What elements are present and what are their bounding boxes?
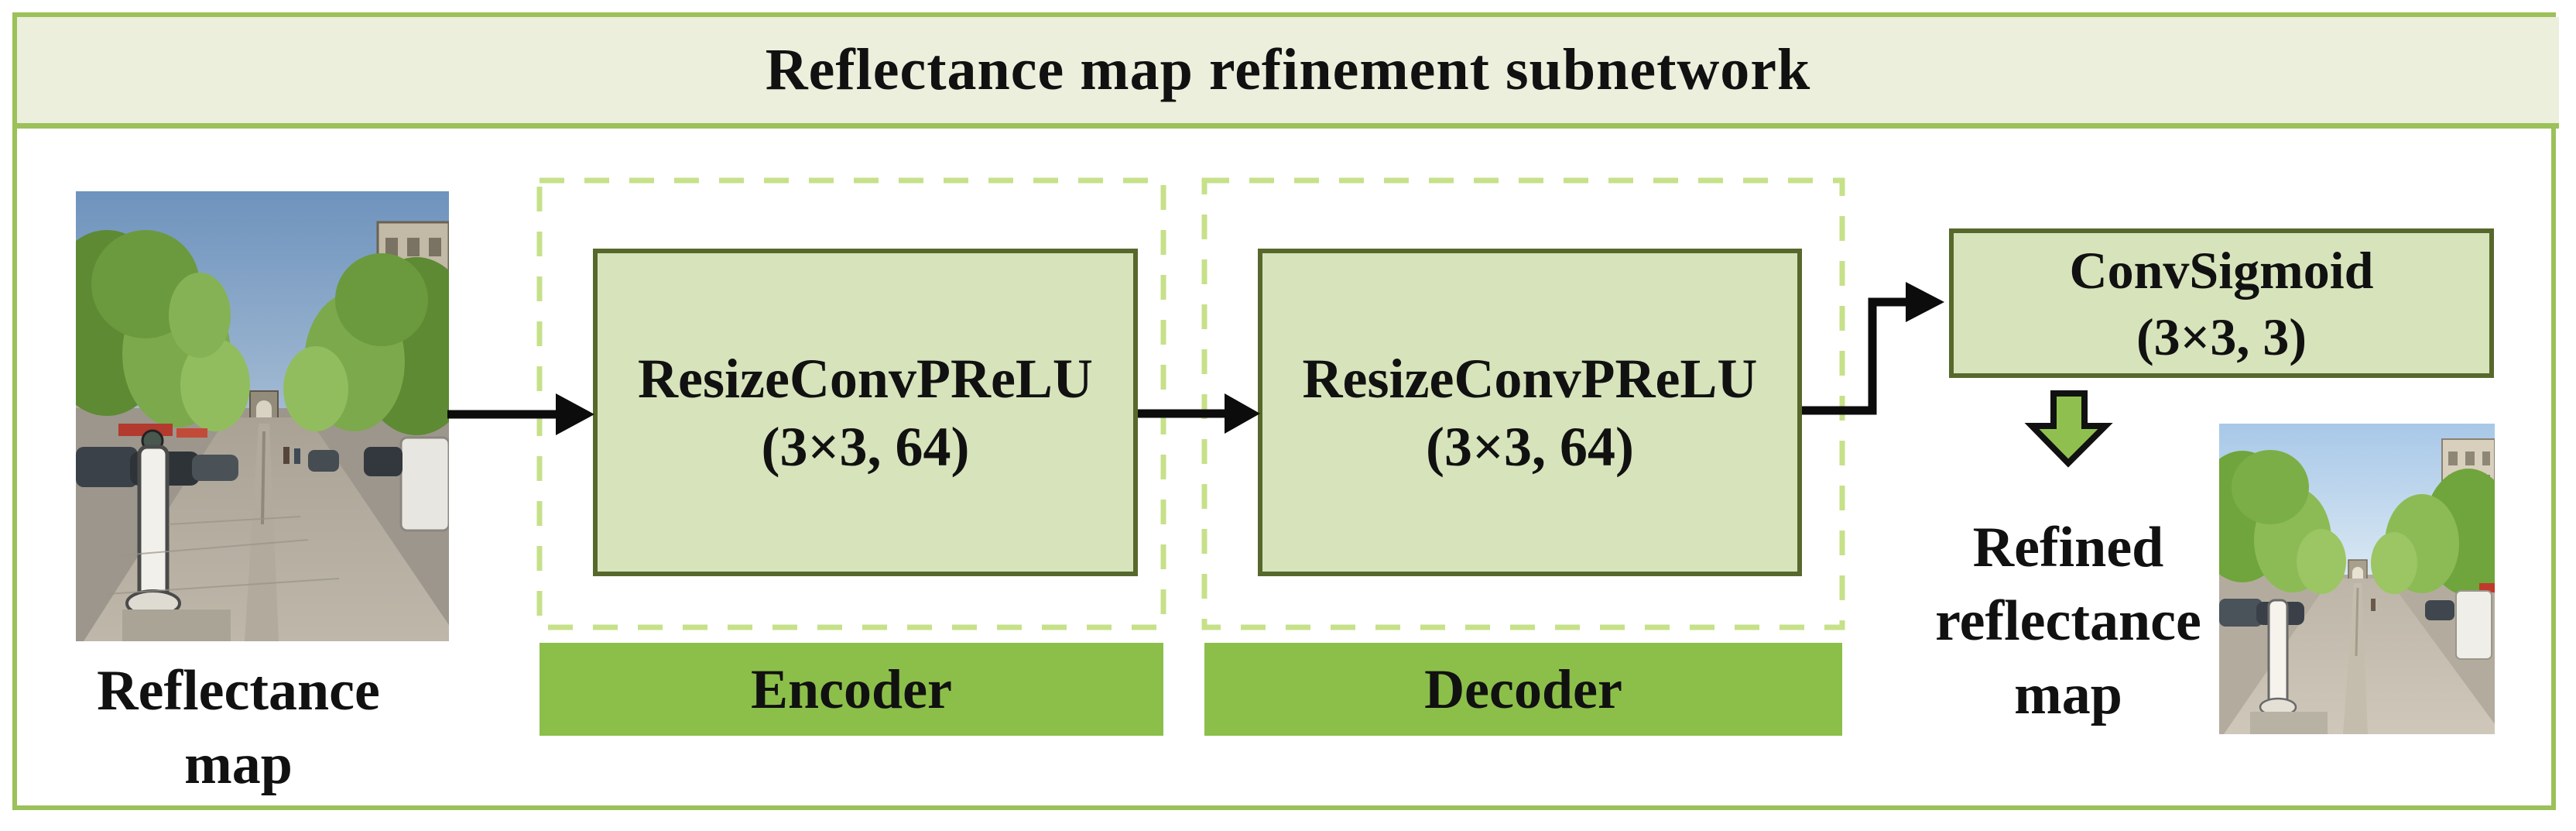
decoder-block-line2: (3×3, 64) xyxy=(1426,415,1634,478)
output-label-line2: reflectance xyxy=(1935,589,2201,653)
output-label-line1: Refined xyxy=(1972,516,2164,579)
input-label: Reflectance map xyxy=(45,654,432,802)
decoder-block-line1: ResizeConvPReLU xyxy=(1302,347,1758,410)
street-scene-refined xyxy=(2219,424,2495,734)
convsigmoid-line1: ConvSigmoid xyxy=(2069,240,2374,300)
decoder-resizeconvprelu-block: ResizeConvPReLU (3×3, 64) xyxy=(1258,249,1802,576)
output-refined-reflectance-map-image xyxy=(2219,424,2495,734)
output-label-line3: map xyxy=(2014,663,2122,726)
decoder-group-bar: Decoder xyxy=(1204,643,1842,736)
diagram-title: Reflectance map refinement subnetwork xyxy=(765,37,1811,102)
encoder-block-line2: (3×3, 64) xyxy=(761,415,970,478)
street-scene-stylized xyxy=(76,191,449,641)
encoder-block-line1: ResizeConvPReLU xyxy=(638,347,1093,410)
input-reflectance-map-image xyxy=(76,191,449,641)
title-band: Reflectance map refinement subnetwork xyxy=(17,17,2559,129)
input-label-line1: Reflectance xyxy=(97,659,380,723)
convsigmoid-block: ConvSigmoid (3×3, 3) xyxy=(1949,228,2494,378)
input-label-line2: map xyxy=(184,733,293,796)
decoder-group-label: Decoder xyxy=(1424,658,1622,720)
encoder-group-label: Encoder xyxy=(751,658,952,720)
output-label: Refined reflectance map xyxy=(1898,511,2239,732)
encoder-group-bar: Encoder xyxy=(540,643,1163,736)
convsigmoid-line2: (3×3, 3) xyxy=(2136,307,2307,366)
encoder-resizeconvprelu-block: ResizeConvPReLU (3×3, 64) xyxy=(593,249,1138,576)
